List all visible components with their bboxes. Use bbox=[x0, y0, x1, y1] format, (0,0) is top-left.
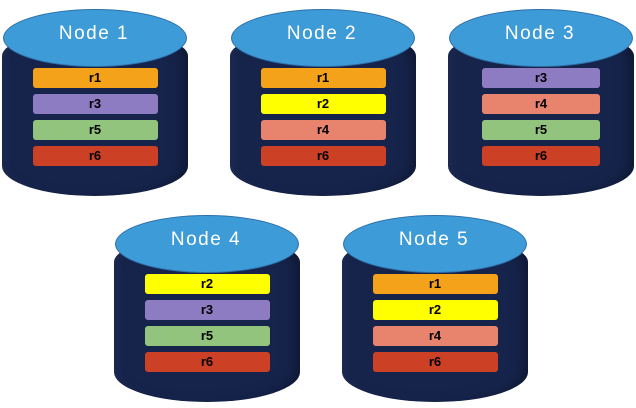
replica-bar[interactable]: r1 bbox=[372, 274, 498, 294]
cylinder-top-ellipse bbox=[3, 9, 187, 67]
replica-bar[interactable]: r4 bbox=[482, 94, 600, 114]
db-node-cylinder[interactable]: Node 4 r2 r3 r5 r6 bbox=[114, 212, 300, 402]
replica-bar[interactable]: r2 bbox=[372, 300, 498, 320]
node-label: Node 4 bbox=[170, 229, 242, 250]
db-node-cylinder[interactable]: Node 1 r1 r3 r5 r6 bbox=[2, 6, 188, 196]
replica-bar[interactable]: r6 bbox=[260, 146, 386, 166]
replica-bar[interactable]: r5 bbox=[32, 120, 158, 140]
replica-bar[interactable]: r1 bbox=[32, 68, 158, 88]
replica-bar[interactable]: r2 bbox=[260, 94, 386, 114]
db-node-cylinder[interactable]: Node 5 r1 r2 r4 r6 bbox=[342, 212, 528, 402]
replica-stack: r1 r2 r4 r6 bbox=[230, 68, 416, 166]
db-node-cylinder[interactable]: Node 3 r3 r4 r5 r6 bbox=[448, 6, 634, 196]
replica-bar[interactable]: r5 bbox=[482, 120, 600, 140]
replica-bar[interactable]: r4 bbox=[372, 326, 498, 346]
replica-bar[interactable]: r3 bbox=[482, 68, 600, 88]
replica-bar[interactable]: r3 bbox=[32, 94, 158, 114]
replica-bar[interactable]: r1 bbox=[260, 68, 386, 88]
cylinder-top-ellipse bbox=[231, 9, 415, 67]
node-label: Node 3 bbox=[504, 23, 576, 44]
node-label: Node 2 bbox=[286, 23, 358, 44]
replica-stack: r3 r4 r5 r6 bbox=[448, 68, 634, 166]
replica-bar[interactable]: r6 bbox=[32, 146, 158, 166]
replica-stack: r2 r3 r5 r6 bbox=[114, 274, 300, 372]
replica-bar[interactable]: r4 bbox=[260, 120, 386, 140]
cylinder-top-ellipse bbox=[449, 9, 633, 67]
replica-bar[interactable]: r5 bbox=[144, 326, 270, 346]
cylinder-top-ellipse bbox=[343, 215, 527, 273]
cylinder-top-ellipse bbox=[115, 215, 299, 273]
db-node-cylinder[interactable]: Node 2 r1 r2 r4 r6 bbox=[230, 6, 416, 196]
replica-bar[interactable]: r2 bbox=[144, 274, 270, 294]
replica-stack: r1 r2 r4 r6 bbox=[342, 274, 528, 372]
replica-bar[interactable]: r3 bbox=[144, 300, 270, 320]
replica-bar[interactable]: r6 bbox=[144, 352, 270, 372]
node-label: Node 5 bbox=[398, 229, 470, 250]
replica-bar[interactable]: r6 bbox=[372, 352, 498, 372]
replica-stack: r1 r3 r5 r6 bbox=[2, 68, 188, 166]
replica-bar[interactable]: r6 bbox=[482, 146, 600, 166]
node-label: Node 1 bbox=[58, 23, 130, 44]
